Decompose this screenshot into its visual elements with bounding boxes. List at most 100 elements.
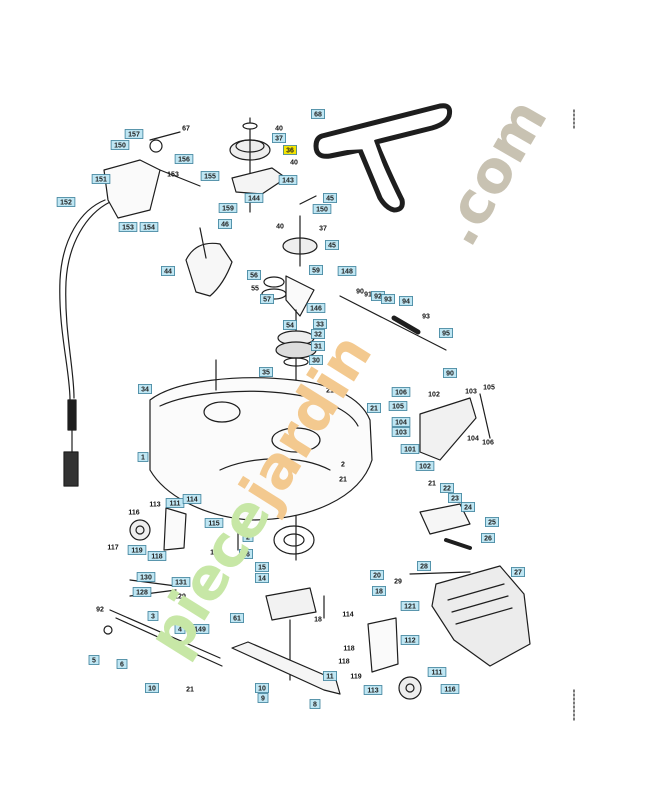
callout-56: 56 (246, 270, 261, 280)
callout-box (139, 222, 159, 232)
callout-text: 61 (233, 616, 241, 623)
cable-end (67, 399, 77, 431)
callout-8: 8 (309, 699, 321, 709)
hanger-bar-3b (115, 617, 223, 667)
callout-box (242, 532, 254, 542)
callout-10: 10 (254, 683, 269, 693)
callout-46: 46 (217, 219, 232, 229)
callout-111: 111 (427, 667, 447, 677)
callout-23: 23 (447, 493, 462, 503)
gauge-wheel-left-hub (135, 525, 145, 535)
deck-cutout (219, 458, 331, 471)
callout-112: 112 (400, 635, 420, 645)
callout-text: 113 (149, 502, 160, 509)
callout-114: 114 (182, 494, 202, 504)
callout-text: 18 (314, 617, 322, 624)
callout-box (510, 567, 525, 577)
callout-text: 14 (258, 576, 266, 583)
callout-61: 61 (229, 613, 244, 623)
gauge-wheel-right (398, 676, 422, 700)
spindle-pulley-16-in (283, 533, 305, 547)
callout-box (391, 417, 411, 427)
callout-21: 21 (339, 477, 347, 484)
callout-113: 113 (363, 685, 383, 695)
callout-text: 24 (464, 505, 472, 512)
callout-box (310, 329, 325, 339)
callout-94: 94 (398, 296, 413, 306)
callout-text: 25 (488, 520, 496, 527)
callout-text: 149 (194, 627, 206, 634)
callout-box (312, 319, 327, 329)
callout-box (278, 175, 298, 185)
callout-121: 121 (400, 601, 420, 611)
callout-111: 111 (165, 498, 185, 508)
callout-box (171, 577, 191, 587)
callout-106: 106 (482, 440, 494, 447)
callout-box (306, 303, 326, 313)
callout-box (439, 483, 454, 493)
callout-20: 20 (369, 570, 384, 580)
callout-text: 9 (261, 696, 265, 703)
callout-21: 21 (428, 481, 436, 488)
callout-box (254, 683, 269, 693)
callout-131: 131 (171, 577, 191, 587)
callout-150: 150 (312, 204, 332, 214)
callout-67: 67 (182, 126, 190, 133)
callout-box (312, 204, 332, 214)
callout-text: 105 (392, 404, 404, 411)
callout-text: 111 (170, 501, 181, 508)
callout-box (244, 193, 264, 203)
callout-box (204, 518, 224, 528)
callout-text: 150 (316, 207, 328, 214)
callout-box (416, 561, 431, 571)
callout-box (415, 461, 435, 471)
callout-box (271, 133, 286, 143)
callout-54: 54 (282, 320, 297, 330)
callout-34: 34 (137, 384, 152, 394)
callout-box (218, 203, 238, 213)
callout-30: 30 (308, 355, 323, 365)
bolt-46 (199, 227, 207, 259)
callout-text: 118 (338, 659, 349, 666)
callout-text: 21 (186, 687, 194, 694)
callout-box (369, 570, 384, 580)
callout-14: 14 (254, 573, 269, 583)
callout-118: 118 (343, 646, 354, 653)
belt-cover-44 (185, 242, 233, 297)
callout-box (132, 587, 152, 597)
callout-box (137, 384, 152, 394)
callout-box (400, 444, 420, 454)
callout-31: 31 (310, 341, 325, 351)
callout-156: 156 (174, 154, 194, 164)
callout-text: 103 (465, 389, 477, 396)
callout-text: 103 (395, 430, 407, 437)
callout-118: 118 (147, 551, 167, 561)
callout-text: 144 (248, 196, 260, 203)
callout-text: 104 (395, 420, 407, 427)
callout-text: 55 (251, 286, 259, 293)
callout-text: 67 (182, 126, 190, 133)
callout-text: 2 (341, 462, 345, 469)
callout-text: 101 (404, 447, 416, 454)
callout-text: 129 (174, 594, 186, 601)
callout-37: 37 (271, 133, 286, 143)
callout-40: 40 (275, 126, 283, 133)
lever-bracket (103, 159, 161, 219)
callout-text: 113 (367, 688, 378, 695)
callout-6: 6 (116, 659, 128, 669)
lever-arm (149, 131, 201, 187)
callout-box (88, 655, 100, 665)
callout-154: 154 (139, 222, 159, 232)
callout-box (322, 193, 337, 203)
callout-text: 104 (467, 436, 479, 443)
callout-153: 153 (118, 222, 138, 232)
callout-text: 105 (483, 385, 495, 392)
callout-45: 45 (324, 240, 339, 250)
deck-spindle-center (271, 427, 321, 453)
callout-29: 29 (394, 579, 402, 586)
callout-box (398, 296, 413, 306)
lever-knob (149, 139, 163, 153)
callout-text: 159 (222, 206, 234, 213)
callout-box (282, 145, 297, 155)
